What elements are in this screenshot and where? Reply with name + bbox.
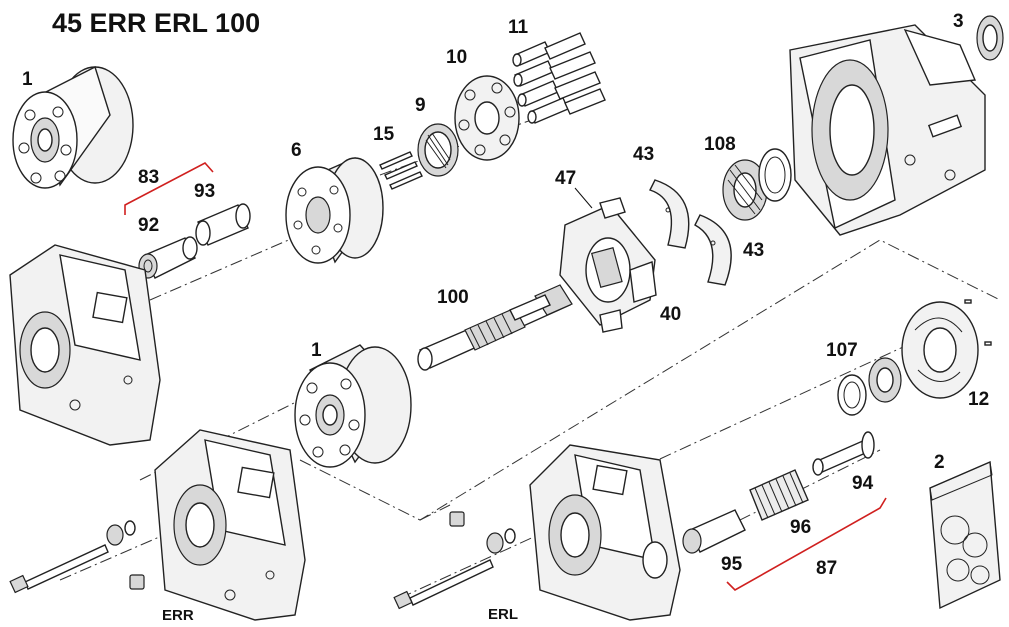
part-43-bearing-shell-lower — [694, 214, 732, 286]
label-part-15: 15 — [373, 124, 395, 145]
part-2-seal-kit-bag — [929, 460, 1001, 610]
port-block-upper-left — [9, 244, 161, 446]
part-1-cylinder-block-top — [12, 66, 134, 189]
kit-87-bracket — [726, 497, 887, 591]
err-fitting — [106, 520, 136, 546]
part-15-pins — [379, 151, 423, 190]
pump-housing — [789, 24, 986, 236]
part-96-spring — [749, 469, 809, 521]
part-10-retainer-plate — [454, 75, 520, 161]
label-part-11: 11 — [508, 17, 529, 38]
part-95-valve-body — [682, 509, 746, 554]
label-part-100: 100 — [437, 287, 469, 308]
part-12-valve-plate — [901, 299, 992, 399]
erl-long-bolt — [393, 559, 494, 610]
part-9-bearing — [417, 123, 459, 177]
err-plug — [129, 574, 145, 590]
part-94-spool — [812, 431, 875, 476]
label-part-1-middle: 1 — [311, 340, 322, 361]
port-block-erl — [529, 444, 681, 621]
part-107-bearing — [837, 357, 902, 416]
part-1-cylinder-block-middle — [294, 344, 412, 468]
label-part-6: 6 — [291, 140, 302, 161]
part-92-valve-plug — [138, 236, 198, 279]
err-long-bolt — [9, 544, 109, 594]
erl-fitting — [486, 528, 516, 554]
label-part-92: 92 — [138, 215, 159, 236]
label-part-93: 93 — [194, 181, 215, 202]
leader-47 — [574, 187, 593, 209]
label-part-12: 12 — [968, 389, 989, 410]
part-100-drive-shaft — [417, 284, 573, 371]
part-3-shaft-seal — [976, 15, 1004, 61]
kit-83-bracket — [124, 162, 214, 215]
label-part-43-top: 43 — [633, 144, 654, 165]
label-part-2: 2 — [934, 452, 945, 473]
label-part-108: 108 — [704, 134, 736, 155]
label-part-87: 87 — [816, 558, 837, 579]
label-part-43-bottom: 43 — [743, 240, 764, 261]
label-part-83: 83 — [138, 167, 159, 188]
label-part-95: 95 — [721, 554, 743, 575]
part-40-swash-plate — [559, 197, 657, 333]
label-part-47: 47 — [555, 168, 576, 189]
part-43-bearing-shell-upper — [649, 179, 690, 249]
port-block-err — [154, 429, 306, 621]
diagram-title: 45 ERR ERL 100 — [52, 8, 261, 38]
label-erl: ERL — [488, 606, 518, 623]
label-part-1-top: 1 — [22, 69, 33, 90]
label-part-107: 107 — [826, 340, 858, 361]
part-93-sleeve — [195, 203, 251, 246]
label-part-10: 10 — [446, 47, 467, 68]
part-108-tapered-bearing — [722, 148, 792, 221]
label-part-94: 94 — [852, 473, 874, 494]
label-part-3: 3 — [953, 11, 964, 32]
label-part-96: 96 — [790, 517, 811, 538]
label-part-9: 9 — [415, 95, 426, 116]
erl-plug — [449, 511, 465, 527]
label-err: ERR — [162, 607, 194, 624]
part-11-pistons — [512, 32, 606, 124]
part-6-cylinder-drum — [285, 157, 384, 264]
label-part-40: 40 — [660, 304, 681, 325]
